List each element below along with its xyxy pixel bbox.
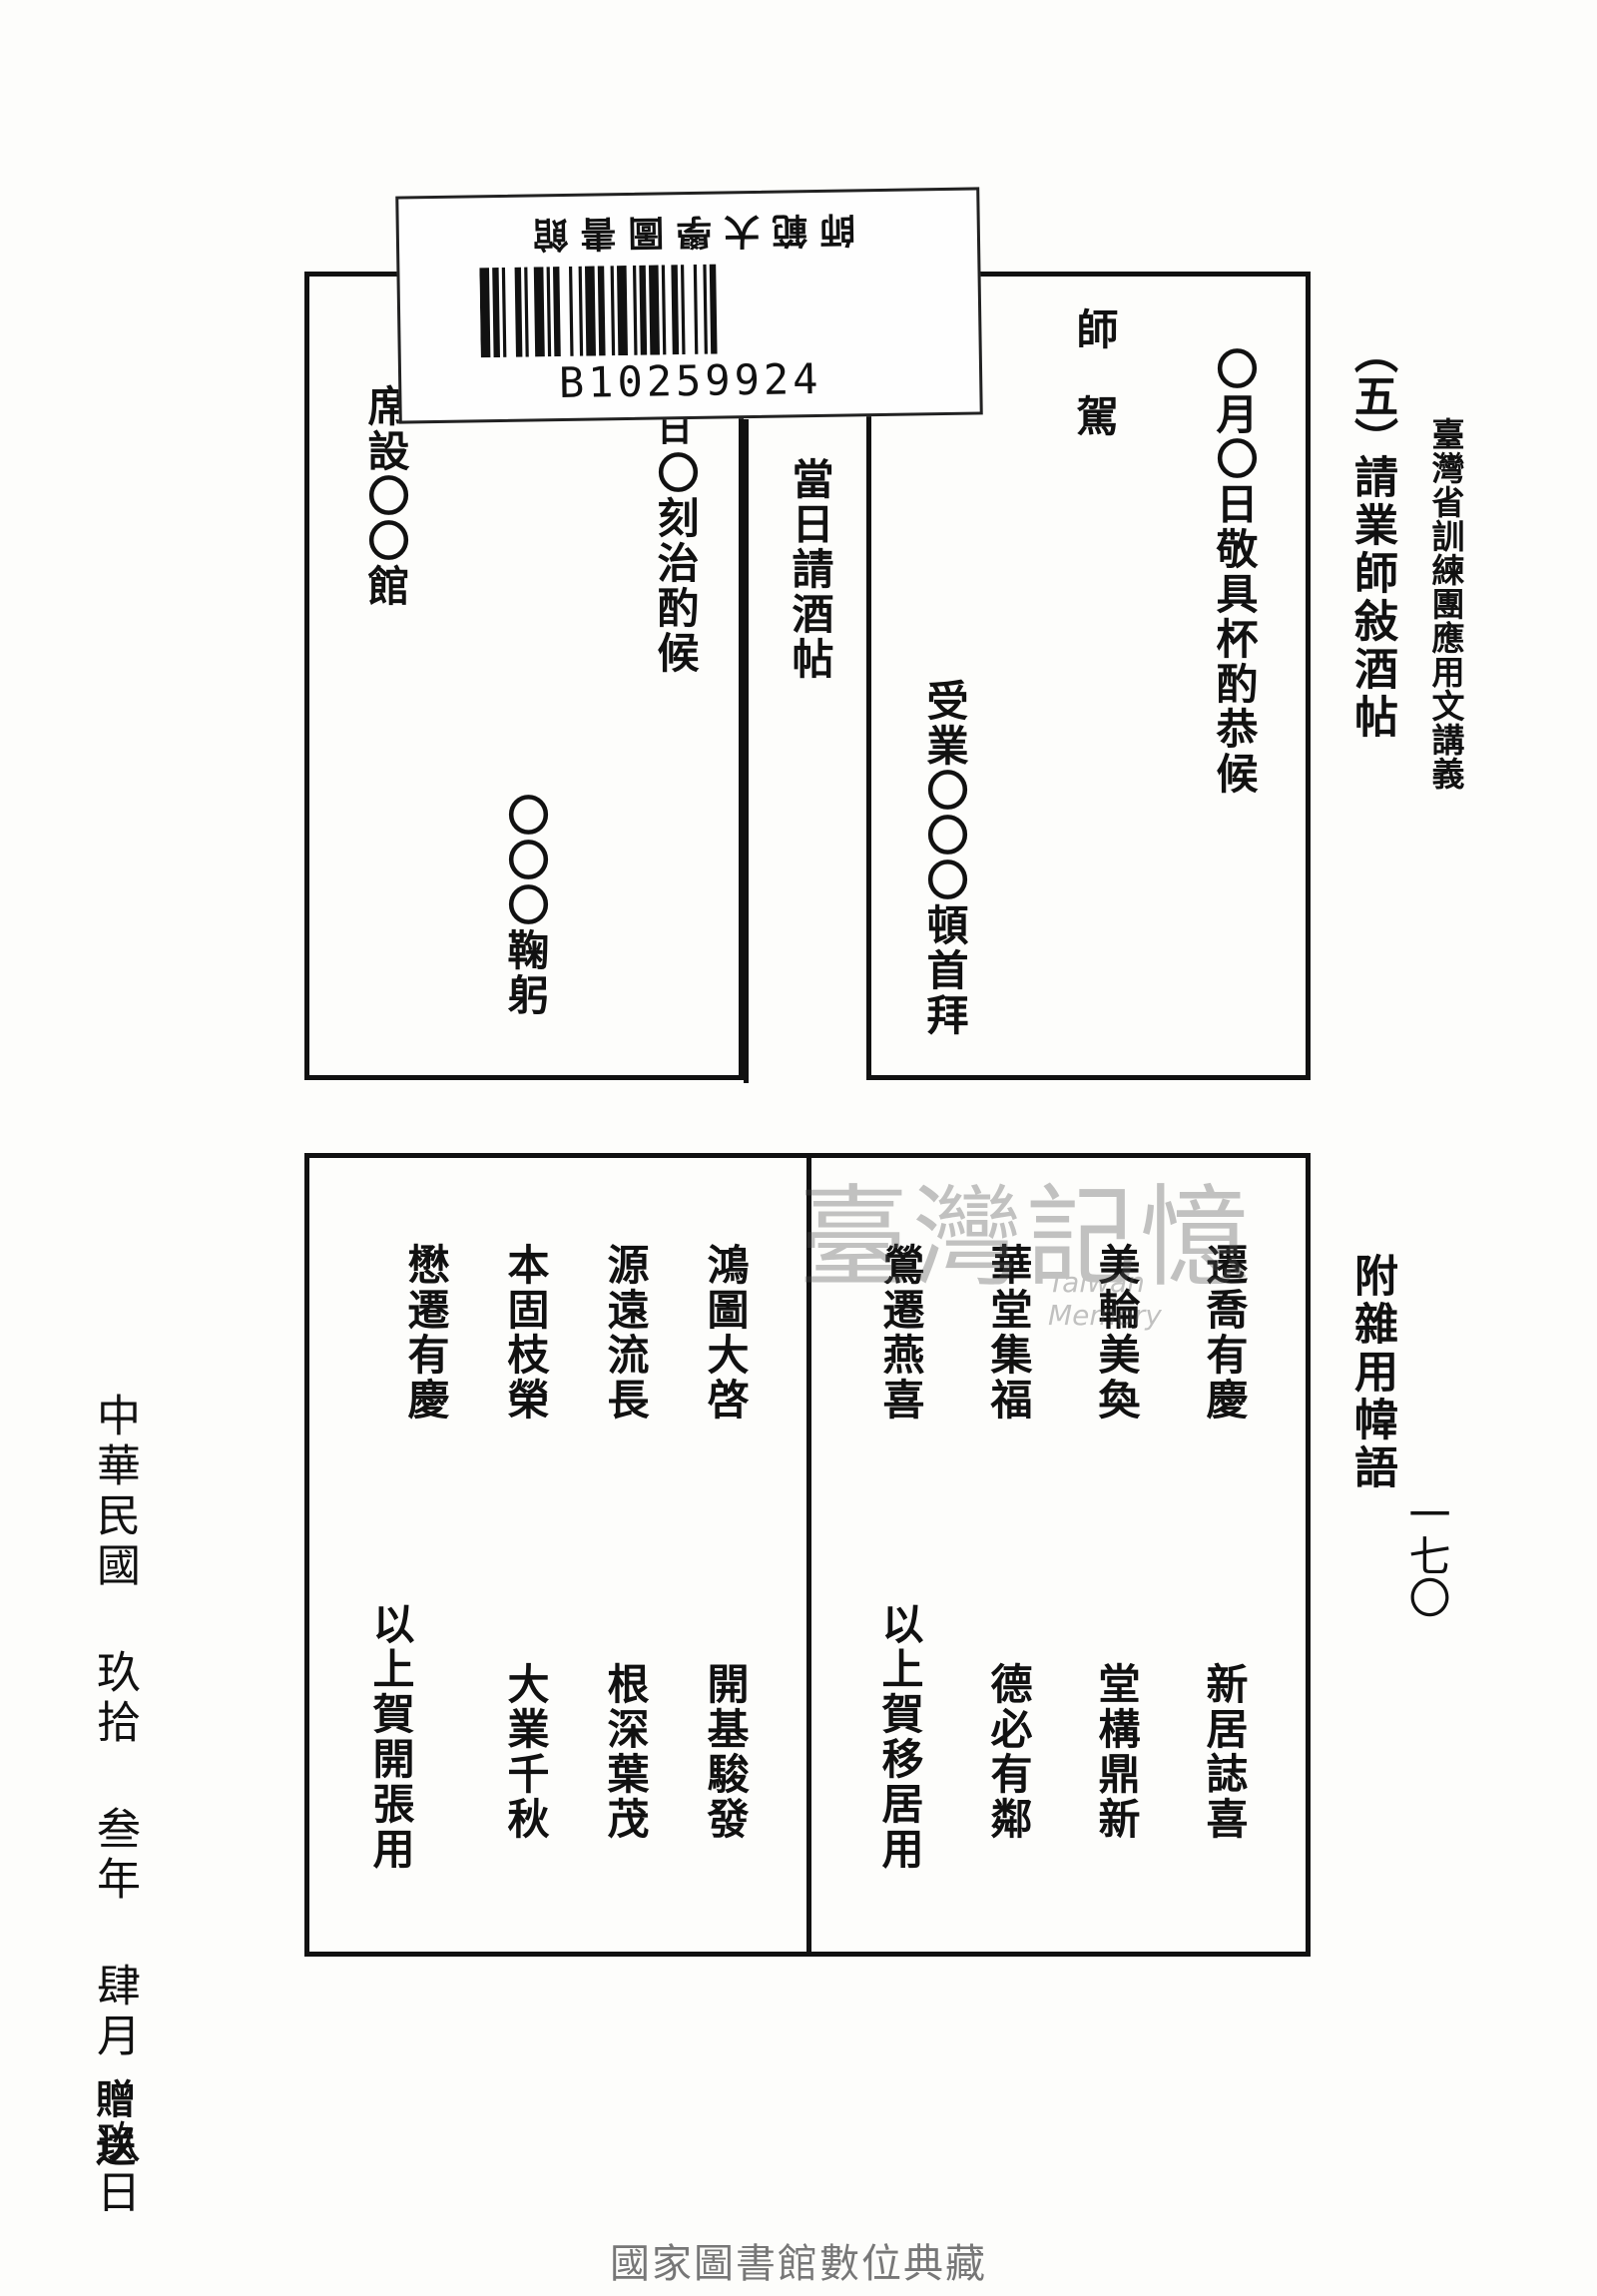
barcode-bar xyxy=(578,266,584,356)
barcode-number: B10259924 xyxy=(558,353,822,408)
phrase-column: 堂構鼎新 xyxy=(1092,1662,1141,1842)
recipient-line: 〇〇〇鞠躬 xyxy=(501,794,550,1018)
barcode-bar xyxy=(616,265,628,356)
phrase-column: 華堂集福 xyxy=(984,1243,1033,1423)
sticker-library-name: 師範大學圖書館 xyxy=(520,208,856,256)
section-title: 請業師敍酒帖 xyxy=(1346,454,1397,742)
barcode-sticker: 師範大學圖書館 B10259924 xyxy=(395,187,983,424)
salutation-top: 師 xyxy=(1070,307,1119,349)
footer-credit: 國家圖書館數位典藏 xyxy=(610,2241,987,2287)
barcode-bar xyxy=(568,266,574,356)
barcode-bar xyxy=(514,267,523,357)
page-number: 一七〇 xyxy=(1402,1492,1451,1618)
watermark-chinese: 臺灣記憶 xyxy=(798,1174,1254,1302)
date-line: 〇月〇日敬具杯酌恭候 xyxy=(1210,347,1259,797)
phrases-divider xyxy=(806,1153,811,1957)
phrase-column: 遷喬有慶 xyxy=(1200,1243,1249,1423)
barcode-bar xyxy=(648,265,660,355)
phrase-column: 開基駿發 xyxy=(701,1662,750,1842)
invitation-divider xyxy=(744,419,749,1083)
same-day-note: 當日請酒帖 xyxy=(786,457,834,682)
barcode-bar xyxy=(479,268,491,358)
phrase-column: 大業千秋 xyxy=(501,1662,550,1842)
barcode-bar xyxy=(546,267,552,357)
donation-action: 贈送 xyxy=(89,2078,136,2174)
donation-date: 中華民國 玖拾 叁年 肆月 玖日 xyxy=(89,1393,140,2219)
phrase-column: 新居誌喜 xyxy=(1200,1662,1249,1842)
phrase-column: 鴻圖大啓 xyxy=(701,1243,750,1423)
phrase-column: 德必有鄰 xyxy=(984,1662,1033,1842)
barcode-bar xyxy=(492,267,500,358)
phrase-column: 本固枝榮 xyxy=(501,1243,550,1423)
barcode-bar xyxy=(610,266,616,356)
barcode-bar xyxy=(671,265,680,355)
phrase-column: 鶯遷燕喜 xyxy=(876,1243,925,1423)
phrase-column: 懋遷有慶 xyxy=(401,1243,450,1423)
barcode-bar xyxy=(703,264,708,354)
barcode-bar xyxy=(501,267,507,357)
barcode-bar xyxy=(524,267,529,357)
phrase-column: 源遠流長 xyxy=(601,1243,650,1423)
section-number: （五） xyxy=(1346,329,1397,461)
phrases-heading: 附雜用幃語 xyxy=(1346,1253,1397,1492)
invitation-divider-2 xyxy=(866,389,871,1078)
book-title: 臺灣省訓練團應用文講義 xyxy=(1426,417,1465,791)
barcode-bar xyxy=(597,266,606,356)
barcode-bar xyxy=(693,264,699,354)
taiwan-memory-watermark: 臺灣記憶 Taiwan Memory xyxy=(798,1148,1254,1332)
barcode-bar xyxy=(533,267,545,357)
barcode-bar xyxy=(552,267,561,357)
phrase-column: 根深葉茂 xyxy=(601,1662,650,1842)
moving-caption: 以上賀移居用 xyxy=(875,1602,924,1872)
barcode-bar xyxy=(639,265,648,355)
barcode-bar xyxy=(632,265,638,355)
opening-caption: 以上賀開張用 xyxy=(366,1602,415,1872)
time-line: 〇刻治酌候 xyxy=(651,451,700,676)
salutation-bottom: 駕 xyxy=(1070,394,1119,436)
sender-line: 受業〇〇〇頓首拜 xyxy=(920,679,969,1038)
barcode-bar xyxy=(680,265,686,355)
barcode-bar xyxy=(661,265,667,355)
barcode-bar xyxy=(584,266,596,356)
barcode-graphic xyxy=(479,264,718,358)
barcode-bar xyxy=(709,264,718,354)
watermark-english: Taiwan Memory xyxy=(1048,1266,1162,1332)
phrase-column: 美輪美奐 xyxy=(1092,1243,1141,1423)
